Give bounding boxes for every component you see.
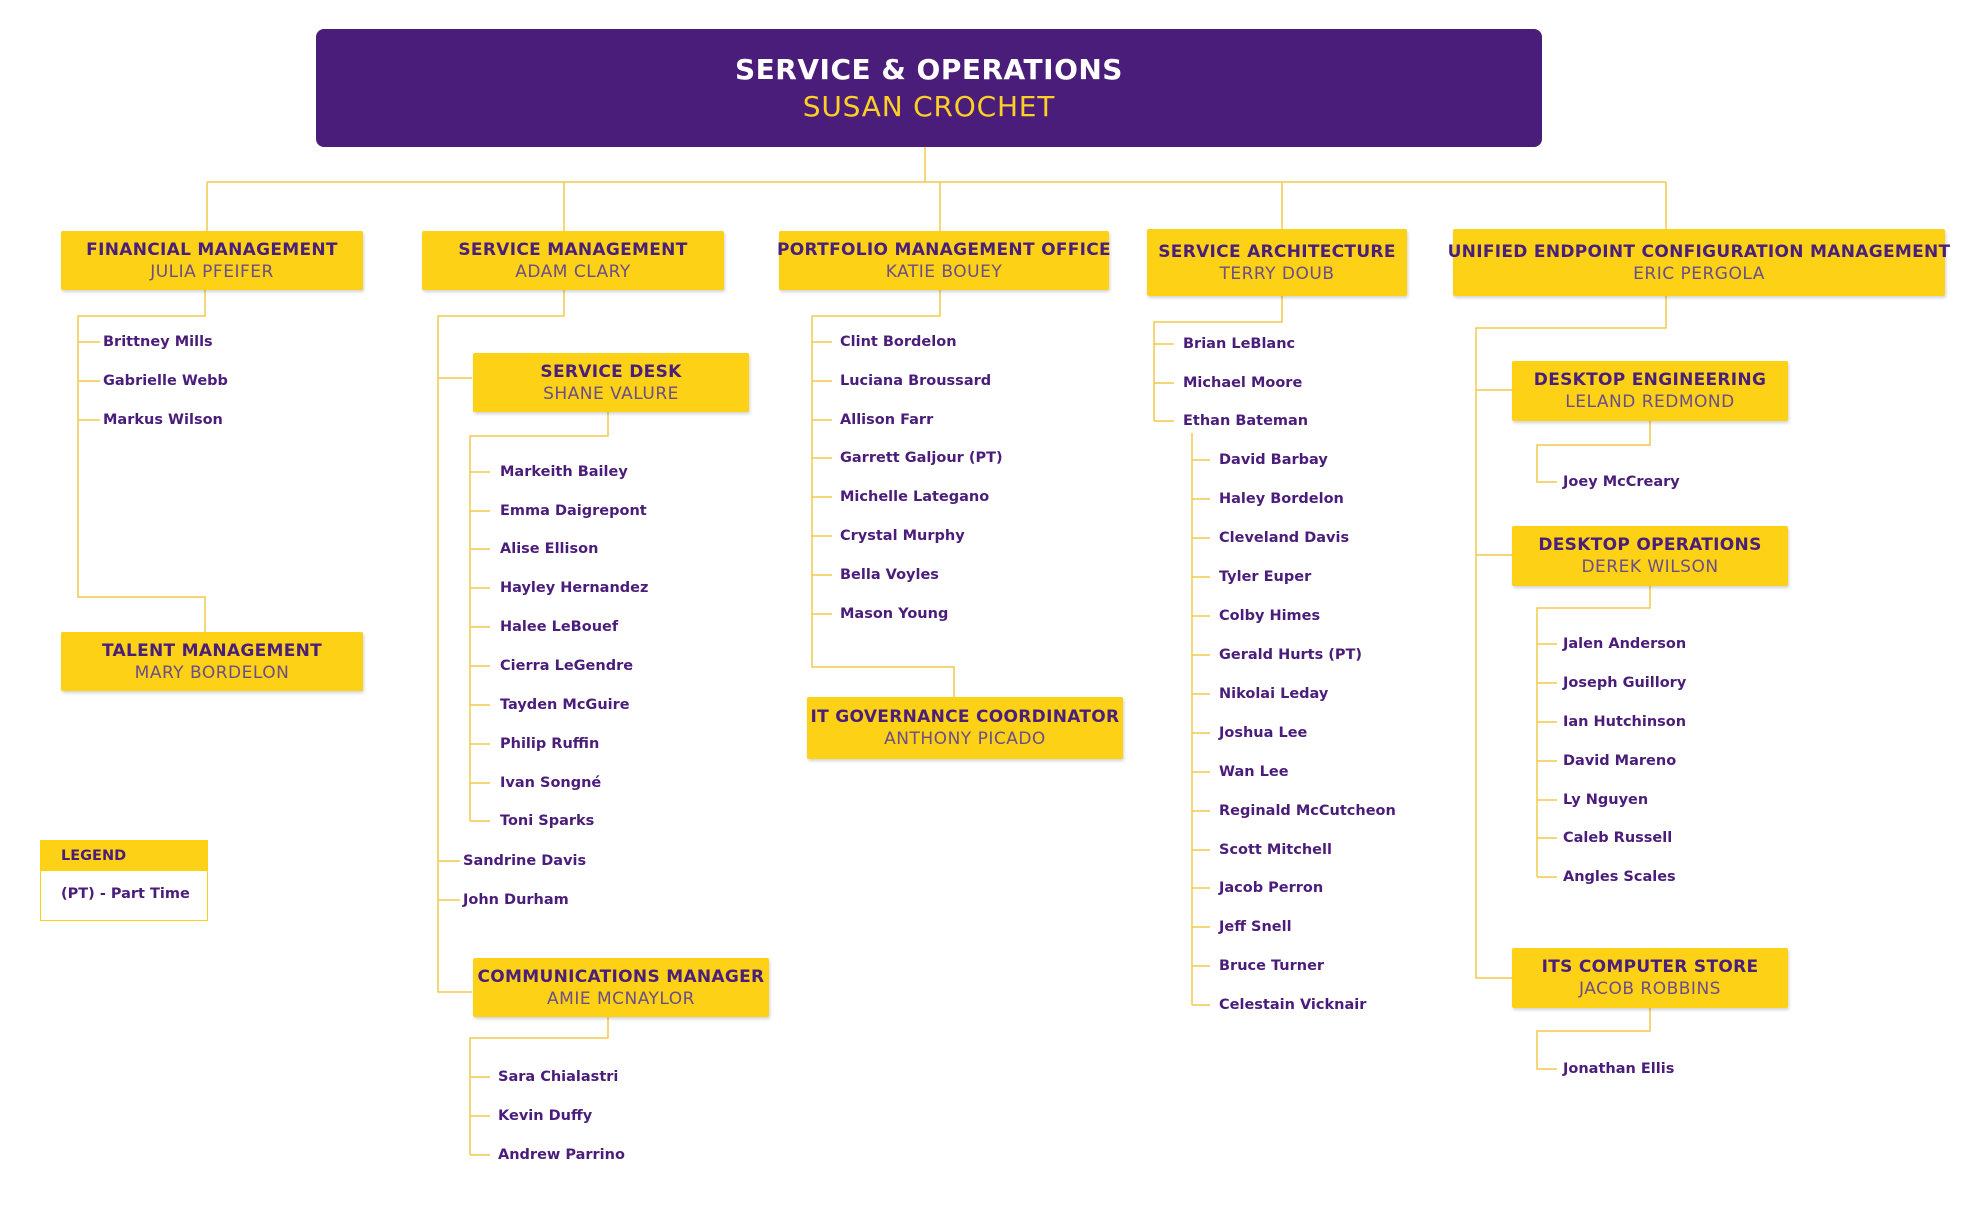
member-name: Kevin Duffy bbox=[498, 1108, 593, 1124]
member-name: Caleb Russell bbox=[1563, 830, 1673, 846]
box-title: ITS COMPUTER STORE bbox=[1541, 957, 1759, 977]
box-title: DESKTOP ENGINEERING bbox=[1533, 370, 1767, 390]
member-name: Garrett Galjour (PT) bbox=[840, 450, 1003, 466]
legend-title: LEGEND bbox=[41, 841, 207, 871]
root-box-service-operations: SERVICE & OPERATIONS SUSAN CROCHET bbox=[316, 29, 1542, 147]
box-title: DESKTOP OPERATIONS bbox=[1538, 535, 1762, 555]
member-name: John Durham bbox=[463, 892, 569, 908]
member-name: Philip Ruffin bbox=[500, 736, 600, 752]
member-name: Michelle Lategano bbox=[840, 489, 990, 505]
member-name: Reginald McCutcheon bbox=[1219, 803, 1396, 819]
box-name: JACOB ROBBINS bbox=[1579, 979, 1721, 999]
box-name: DEREK WILSON bbox=[1581, 557, 1719, 577]
member-name: Gerald Hurts (PT) bbox=[1219, 647, 1363, 663]
box-talent-management: TALENT MANAGEMENT MARY BORDELON bbox=[61, 632, 363, 691]
box-name: ERIC PERGOLA bbox=[1633, 263, 1765, 284]
member-name: Markus Wilson bbox=[103, 412, 223, 428]
member-name: Bruce Turner bbox=[1219, 958, 1325, 974]
box-title: UNIFIED ENDPOINT CONFIGURATION MANAGEMEN… bbox=[1447, 241, 1951, 262]
box-title: SERVICE MANAGEMENT bbox=[458, 239, 688, 260]
box-financial-management: FINANCIAL MANAGEMENT JULIA PFEIFER bbox=[61, 231, 363, 290]
box-name: LELAND REDMOND bbox=[1565, 392, 1735, 412]
member-name: David Mareno bbox=[1563, 753, 1677, 769]
box-title: PORTFOLIO MANAGEMENT OFFICE bbox=[777, 239, 1111, 260]
member-name: Haley Bordelon bbox=[1219, 491, 1344, 507]
box-title: SERVICE DESK bbox=[540, 361, 682, 382]
member-name: Crystal Murphy bbox=[840, 528, 965, 544]
box-title: IT GOVERNANCE COORDINATOR bbox=[810, 707, 1120, 727]
box-title: COMMUNICATIONS MANAGER bbox=[477, 966, 765, 987]
member-name: Toni Sparks bbox=[500, 813, 595, 829]
box-service-management: SERVICE MANAGEMENT ADAM CLARY bbox=[422, 231, 724, 290]
member-name: Bella Voyles bbox=[840, 567, 939, 583]
member-name: Cleveland Davis bbox=[1219, 530, 1350, 546]
box-name: MARY BORDELON bbox=[134, 662, 290, 683]
box-its-computer-store: ITS COMPUTER STORE JACOB ROBBINS bbox=[1512, 948, 1788, 1008]
legend: LEGEND (PT) - Part Time bbox=[40, 840, 208, 921]
member-name: Michael Moore bbox=[1183, 375, 1303, 391]
member-name: Ian Hutchinson bbox=[1563, 714, 1687, 730]
member-name: Joey McCreary bbox=[1563, 474, 1680, 490]
box-communications-manager: COMMUNICATIONS MANAGER AMIE MCNAYLOR bbox=[473, 958, 769, 1017]
member-name: Hayley Hernandez bbox=[500, 580, 649, 596]
box-name: ADAM CLARY bbox=[515, 261, 631, 282]
member-name: Sara Chialastri bbox=[498, 1069, 619, 1085]
member-name: Ly Nguyen bbox=[1563, 792, 1649, 808]
member-name: Angles Scales bbox=[1563, 869, 1676, 885]
box-portfolio-management-office: PORTFOLIO MANAGEMENT OFFICE KATIE BOUEY bbox=[777, 231, 1111, 290]
member-name: Brittney Mills bbox=[103, 334, 213, 350]
box-desktop-engineering: DESKTOP ENGINEERING LELAND REDMOND bbox=[1512, 361, 1788, 421]
box-name: KATIE BOUEY bbox=[885, 261, 1003, 282]
box-title: TALENT MANAGEMENT bbox=[101, 640, 323, 661]
box-name: ANTHONY PICADO bbox=[884, 729, 1046, 749]
box-name: TERRY DOUB bbox=[1219, 263, 1335, 284]
box-name: JULIA PFEIFER bbox=[150, 261, 274, 282]
root-name: SUSAN CROCHET bbox=[802, 90, 1056, 123]
member-name: Jeff Snell bbox=[1219, 919, 1292, 935]
member-name: Markeith Bailey bbox=[500, 464, 628, 480]
member-name: Clint Bordelon bbox=[840, 334, 957, 350]
member-name: Scott Mitchell bbox=[1219, 842, 1332, 858]
member-name: Nikolai Leday bbox=[1219, 686, 1329, 702]
member-name: Sandrine Davis bbox=[463, 853, 587, 869]
box-title: SERVICE ARCHITECTURE bbox=[1158, 241, 1396, 262]
member-name: Halee LeBouef bbox=[500, 619, 619, 635]
member-name: Luciana Broussard bbox=[840, 373, 992, 389]
member-name: Ethan Bateman bbox=[1183, 413, 1309, 429]
member-name: Jonathan Ellis bbox=[1563, 1061, 1675, 1077]
box-it-governance-coordinator: IT GOVERNANCE COORDINATOR ANTHONY PICADO bbox=[807, 697, 1123, 759]
member-name: Tayden McGuire bbox=[500, 697, 630, 713]
member-name: Joshua Lee bbox=[1219, 725, 1308, 741]
member-name: Ivan Songné bbox=[500, 775, 602, 791]
member-name: Jalen Anderson bbox=[1563, 636, 1687, 652]
member-name: Joseph Guillory bbox=[1563, 675, 1687, 691]
member-name: Colby Himes bbox=[1219, 608, 1321, 624]
box-service-architecture: SERVICE ARCHITECTURE TERRY DOUB bbox=[1147, 229, 1407, 296]
member-name: David Barbay bbox=[1219, 452, 1328, 468]
member-name: Celestain Vicknair bbox=[1219, 997, 1367, 1013]
member-name: Gabrielle Webb bbox=[103, 373, 228, 389]
member-name: Andrew Parrino bbox=[498, 1147, 625, 1163]
box-service-desk: SERVICE DESK SHANE VALURE bbox=[473, 353, 749, 412]
member-name: Wan Lee bbox=[1219, 764, 1289, 780]
member-name: Brian LeBlanc bbox=[1183, 336, 1296, 352]
box-title: FINANCIAL MANAGEMENT bbox=[86, 239, 338, 260]
box-unified-endpoint-configuration-management: UNIFIED ENDPOINT CONFIGURATION MANAGEMEN… bbox=[1448, 229, 1950, 296]
box-desktop-operations: DESKTOP OPERATIONS DEREK WILSON bbox=[1512, 526, 1788, 586]
box-name: SHANE VALURE bbox=[543, 383, 679, 404]
legend-entry: (PT) - Part Time bbox=[61, 886, 190, 902]
member-name: Alise Ellison bbox=[500, 541, 599, 557]
member-name: Jacob Perron bbox=[1219, 880, 1324, 896]
member-name: Cierra LeGendre bbox=[500, 658, 634, 674]
member-name: Allison Farr bbox=[840, 412, 934, 428]
root-title: SERVICE & OPERATIONS bbox=[735, 53, 1123, 86]
member-name: Tyler Euper bbox=[1219, 569, 1312, 585]
member-name: Mason Young bbox=[840, 606, 949, 622]
member-name: Emma Daigrepont bbox=[500, 503, 647, 519]
box-name: AMIE MCNAYLOR bbox=[547, 988, 695, 1009]
